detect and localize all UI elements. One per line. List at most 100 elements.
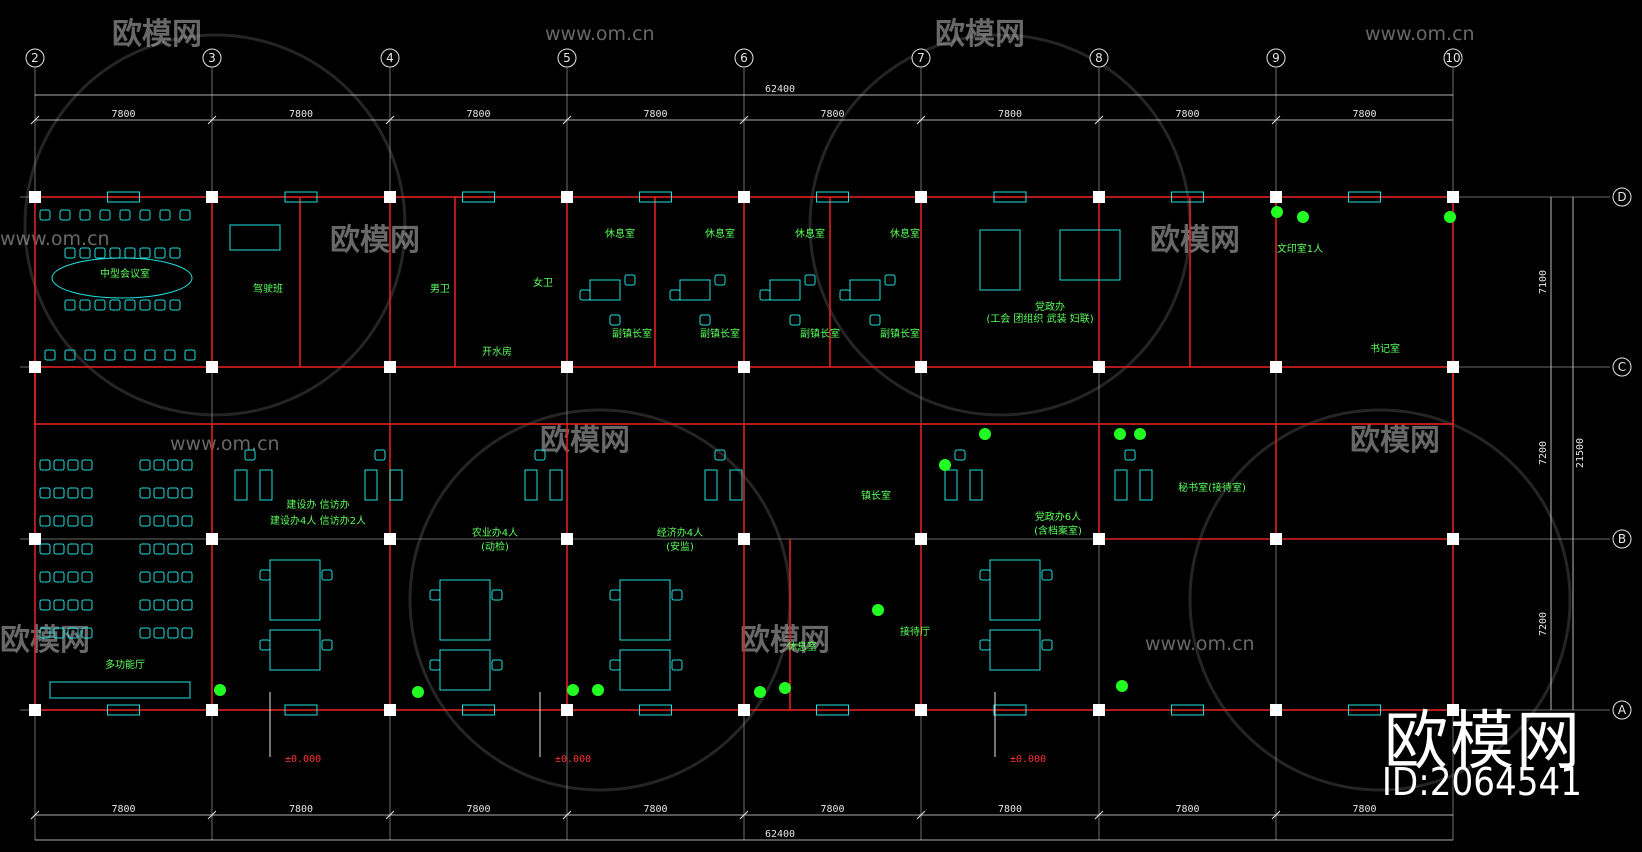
- axis-label: 9: [1272, 51, 1280, 65]
- desk: [439, 649, 491, 691]
- chair: [789, 314, 801, 326]
- room-label: 镇长室: [861, 489, 891, 502]
- chair: [67, 487, 79, 499]
- desk: [619, 649, 671, 691]
- watermark-layer: 欧模网 欧模网 欧模网 欧模网 欧模网 欧模网 欧模网 欧模网 www.om.c…: [0, 17, 1572, 792]
- room-label: 建设办 信访办: [286, 498, 349, 511]
- tick: [385, 810, 395, 820]
- chair: [39, 627, 51, 639]
- room-label: 多功能厅: [105, 658, 145, 671]
- room-label: 休息室: [705, 227, 735, 240]
- room-label: 党政办: [1035, 300, 1065, 313]
- chair: [39, 487, 51, 499]
- chair: [94, 299, 106, 311]
- window: [462, 191, 495, 203]
- desk: [259, 469, 273, 501]
- chair: [374, 449, 386, 461]
- plant: [412, 686, 424, 698]
- desk: [1114, 469, 1128, 501]
- chair: [67, 543, 79, 555]
- chair: [39, 209, 51, 221]
- chair: [139, 571, 151, 583]
- tick: [385, 115, 395, 125]
- watermark-brand: 欧模网: [1150, 223, 1240, 258]
- room-label: 女卫: [533, 276, 553, 289]
- chair: [81, 459, 93, 471]
- chair: [1041, 569, 1053, 581]
- chair: [139, 599, 151, 611]
- axis-bubble: [734, 48, 754, 68]
- chair: [81, 627, 93, 639]
- plant: [214, 684, 226, 696]
- watermark-url: www.om.cn: [0, 228, 110, 250]
- dimension-text: 7800: [998, 804, 1022, 815]
- tick: [739, 115, 749, 125]
- room-label: 男卫: [430, 283, 450, 295]
- watermark-brand: 欧模网: [0, 623, 90, 658]
- room-label: (动检): [481, 540, 509, 553]
- dimension-text: 7800: [1352, 804, 1376, 815]
- column: [915, 191, 927, 203]
- chair: [139, 515, 151, 527]
- room-label: 接待厅: [900, 625, 930, 638]
- chair: [39, 543, 51, 555]
- column: [1093, 704, 1105, 716]
- chair: [181, 599, 193, 611]
- chair: [139, 627, 151, 639]
- window: [639, 704, 672, 716]
- axis-label: 7: [917, 51, 925, 65]
- axis-bubble: [557, 48, 577, 68]
- room-label: 秘书室(接待室): [1178, 481, 1246, 494]
- tick: [1094, 115, 1104, 125]
- tick: [1271, 810, 1281, 820]
- dimension-text: 7800: [1175, 804, 1199, 815]
- axis-bubble: [1089, 48, 1109, 68]
- axis-bubble: [1612, 529, 1632, 549]
- room-label: 经济办4人: [657, 526, 703, 539]
- plant: [1116, 680, 1128, 692]
- desk: [944, 469, 958, 501]
- chair: [244, 449, 256, 461]
- column: [29, 533, 41, 545]
- desk: [364, 469, 378, 501]
- column: [915, 361, 927, 373]
- chair: [609, 659, 621, 671]
- chair: [979, 569, 991, 581]
- column: [561, 704, 573, 716]
- chair: [181, 543, 193, 555]
- chair: [159, 209, 171, 221]
- chair: [99, 209, 111, 221]
- chair: [429, 659, 441, 671]
- window: [816, 704, 849, 716]
- column: [1447, 533, 1459, 545]
- chair: [609, 589, 621, 601]
- dimension-text: 7800: [1175, 109, 1199, 120]
- watermark-url: www.om.cn: [545, 23, 655, 45]
- tick: [30, 115, 40, 125]
- chair: [884, 274, 896, 286]
- plant: [567, 684, 579, 696]
- plant: [939, 459, 951, 471]
- dimension-text: 7800: [466, 109, 490, 120]
- desk: [269, 559, 321, 621]
- window: [1171, 191, 1204, 203]
- desk: [49, 681, 191, 699]
- dimension-total: 21500: [1575, 438, 1586, 468]
- model-id: ID:2064541: [1381, 760, 1582, 804]
- chair: [179, 209, 191, 221]
- chair: [104, 349, 116, 361]
- chair: [53, 599, 65, 611]
- chair: [624, 274, 636, 286]
- plant: [779, 682, 791, 694]
- desk: [769, 279, 801, 301]
- desk: [1139, 469, 1153, 501]
- axis-label: C: [1618, 360, 1626, 374]
- column: [1093, 361, 1105, 373]
- plant: [1297, 211, 1309, 223]
- room-label: 书记室: [1370, 342, 1400, 355]
- chair: [153, 627, 165, 639]
- desk: [439, 579, 491, 641]
- chair: [181, 571, 193, 583]
- column: [206, 191, 218, 203]
- tick: [207, 810, 217, 820]
